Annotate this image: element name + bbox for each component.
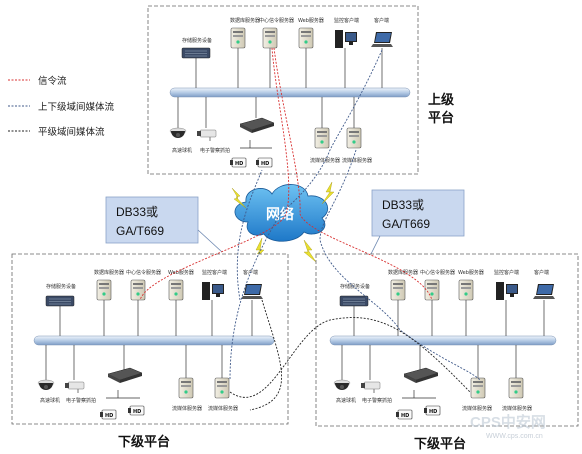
storage-label: 存储服务设备 [340,283,370,290]
lower-left-title: 下级平台 [118,434,170,450]
signal-server-icon [262,27,278,49]
hd-camera-icon [395,409,413,420]
network-label: 网络 [266,206,294,223]
callout-left-line1: DB33或 [116,205,158,219]
media-server-icon [314,127,330,149]
signal-flows [139,47,433,301]
callout-right: DB33或 GA/T669 [367,189,465,261]
media-server-label: 流媒体服务器 [502,405,532,412]
server-label-web: Web服务器 [168,269,194,276]
server-label-monitor: 监控客户端 [334,17,359,24]
legend-signal-label: 信令流 [38,75,67,87]
watermark-brand: CPS中安网 [470,413,546,431]
callout-left-pointer [197,229,223,253]
server-label-web: Web服务器 [298,17,324,24]
server-label-signal: 中心信令服务器 [126,269,161,276]
legend-cross-label: 上下级域间媒体流 [38,101,115,113]
storage-device-icon [339,295,369,307]
hd-camera-icon [127,405,145,416]
lightning-icon [231,187,247,209]
storage-device-icon [45,295,75,307]
database-server-icon [230,27,246,49]
lower-right-platform: 存储服务设备 数据库服务器 中心信令服务器 Web服务器 监控客户端 客户端 高… [315,253,579,452]
camera-label-bullet: 电子警察抓拍 [362,397,392,404]
server-label-monitor: 监控客户端 [202,269,227,276]
media-server-icon [508,377,524,399]
storage-label: 存储服务设备 [182,37,212,44]
lower-left-backbone [33,335,275,346]
callout-left-line2: GA/T669 [116,224,164,238]
upper-platform: 上级 平台 存储服务设备 数据库服务器 中心信令服务器 Web服务器 监控客户端… [147,5,455,175]
peer-domain-flow-line [229,317,471,398]
server-label-monitor: 监控客户端 [494,269,519,276]
hd-camera-icon [423,405,441,416]
media-server-icon [470,377,486,399]
media-server-icon [214,377,230,399]
web-server-icon [458,279,474,301]
signal-flow-line [273,47,433,301]
callout-left: DB33或 GA/T669 [105,196,223,253]
camera-label-dome: 高速球机 [40,397,60,404]
media-server-icon [178,377,194,399]
web-server-icon [298,27,314,49]
media-server-label: 流媒体服务器 [462,405,492,412]
hd-camera-icon [255,157,273,168]
signal-server-icon [130,279,146,301]
database-server-icon [96,279,112,301]
callout-left-box [105,196,199,244]
server-label-web: Web服务器 [458,269,484,276]
server-label-client: 客户端 [374,17,389,24]
watermark: CPS中安网 WWW.cps.com.cn [470,413,546,440]
cross-domain-flow-line [236,169,263,301]
upper-drops [177,48,383,128]
lower-left-drops [45,300,253,380]
callout-right-line2: GA/T669 [382,217,430,231]
peer-domain-flows [229,299,471,411]
upper-platform-title-line1: 上级 [428,92,455,108]
cross-domain-flows [229,49,481,381]
network-cloud: 网络 [231,181,335,263]
server-label-signal: 中心信令服务器 [259,17,294,24]
camera-label-bullet: 电子警察抓拍 [200,147,230,154]
server-label-db: 数据库服务器 [388,269,418,276]
hd-camera-icon [99,409,117,420]
callout-right-line1: DB33或 [382,198,424,212]
legend-peer-label: 平级域间媒体流 [38,126,105,138]
signal-server-icon [424,279,440,301]
storage-device-icon [181,47,211,59]
camera-label-dome: 高速球机 [336,397,356,404]
media-server-label: 流媒体服务器 [208,405,238,412]
lower-right-title: 下级平台 [414,436,466,452]
web-server-icon [168,279,184,301]
cross-domain-flow-line [319,149,481,381]
hd-camera-icon [229,157,247,168]
watermark-url: WWW.cps.com.cn [486,433,543,440]
lightning-icon [303,239,317,263]
upper-backbone [169,87,411,98]
lower-left-platform: 存储服务设备 数据库服务器 中心信令服务器 Web服务器 监控客户端 客户端 高… [11,253,289,450]
media-server-icon [346,127,362,149]
lower-right-backbone [329,335,557,346]
server-label-client: 客户端 [534,269,549,276]
cross-domain-flow-line [229,49,383,381]
camera-label-dome: 高速球机 [172,147,192,154]
server-label-signal: 中心信令服务器 [420,269,455,276]
database-server-icon [390,279,406,301]
server-label-db: 数据库服务器 [230,17,260,24]
camera-label-bullet: 电子警察抓拍 [66,397,96,404]
upper-platform-title-line2: 平台 [428,110,454,126]
media-server-label: 流媒体服务器 [342,157,372,164]
callout-right-box [371,189,465,237]
legend: 信令流 上下级域间媒体流 平级域间媒体流 [8,75,115,138]
storage-label: 存储服务设备 [46,283,76,290]
media-server-label: 流媒体服务器 [172,405,202,412]
lightning-icon [321,181,335,205]
server-label-db: 数据库服务器 [94,269,124,276]
